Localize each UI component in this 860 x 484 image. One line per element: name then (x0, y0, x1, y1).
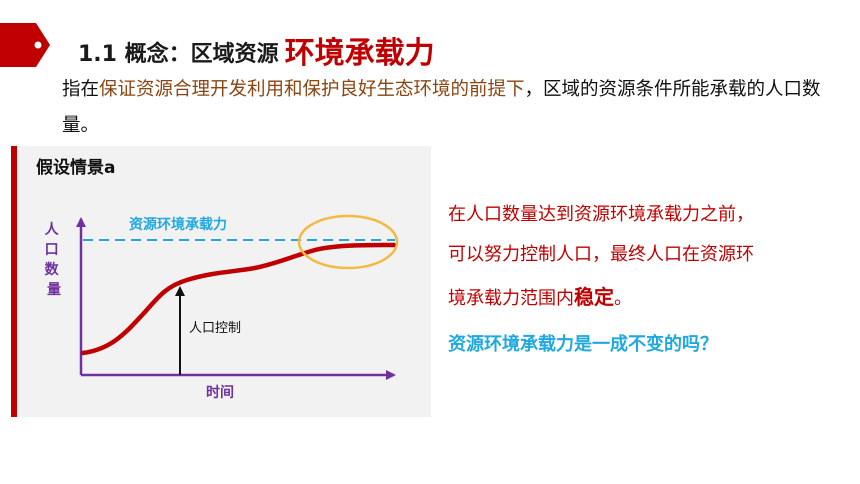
definition-after: ，区域的资源条件所能承载的人口数量。 (62, 79, 821, 136)
explanation-line-1: 在人口数量达到资源环境承载力之前， (448, 204, 754, 225)
scenario-panel: 假设情景a 人 口 数 量 时间 资源环境承载力 人口控制 (11, 146, 431, 417)
x-axis-label: 时间 (206, 384, 234, 401)
capacity-label: 资源环境承载力 (129, 216, 227, 233)
panel-title: 假设情景a (36, 158, 116, 178)
title-prefix: 1.1 概念：区域资源 (78, 42, 279, 67)
stabilization-highlight (297, 214, 399, 270)
definition-before: 指在 (62, 79, 100, 100)
page-title: 1.1 概念：区域资源环境承载力 (78, 26, 435, 71)
question-text: 资源环境承载力是一成不变的吗？ (448, 334, 718, 355)
title-emphasis: 环境承载力 (284, 36, 435, 71)
title-marker-icon (0, 23, 50, 67)
y-axis-char-2: 口 (45, 242, 59, 258)
y-axis-char-4: 量 (47, 282, 61, 298)
definition-highlight: 保证资源合理开发利用和保护良好生态环境的前提下 (99, 79, 525, 100)
y-axis-char-3: 数 (45, 261, 60, 278)
y-axis-char-1: 人 (45, 221, 60, 238)
population-control-label: 人口控制 (189, 321, 241, 336)
explanation-line-3-after: 。 (614, 288, 632, 309)
explanation-line-3: 境承载力范围内稳定。 (448, 281, 632, 310)
capacity-diagram: 人 口 数 量 时间 资源环境承载力 人口控制 (45, 214, 399, 401)
definition-text: 指在保证资源合理开发利用和保护良好生态环境的前提下，区域的资源条件所能承载的人口… (62, 72, 852, 144)
y-axis-label: 人 口 数 量 (45, 221, 64, 298)
population-curve (80, 242, 397, 356)
explanation-line-2: 可以努力控制人口，最终人口在资源环 (448, 244, 754, 265)
explanation-stable: 稳定 (574, 285, 614, 309)
explanation-line-3-before: 境承载力范围内 (448, 288, 574, 309)
